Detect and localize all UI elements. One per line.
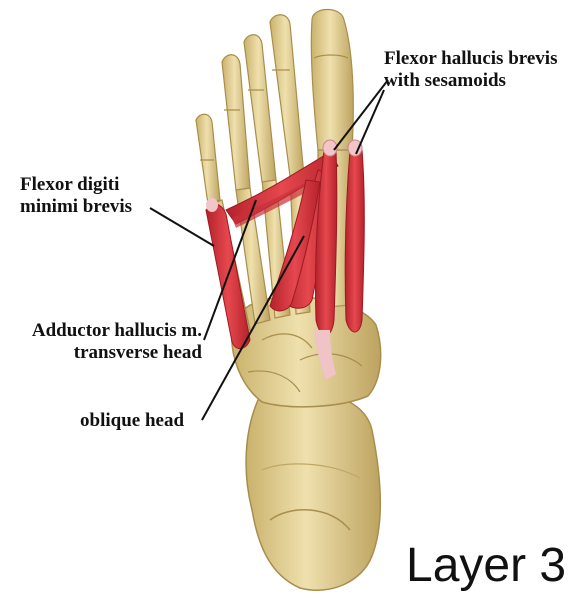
layer-title: Layer 3	[406, 538, 566, 593]
label-fhb-line1: Flexor hallucis brevis	[384, 48, 557, 70]
label-ah-line2: transverse head	[16, 342, 202, 364]
label-adductor-hallucis: Adductor hallucis m. transverse head	[16, 320, 202, 364]
calcaneus-bone	[246, 392, 380, 590]
label-ah-line1: Adductor hallucis m.	[16, 320, 202, 342]
label-fdmb-line1: Flexor digiti	[20, 174, 132, 196]
label-flexor-digiti-minimi-brevis: Flexor digiti minimi brevis	[20, 174, 132, 218]
label-fdmb-line2: minimi brevis	[20, 196, 132, 218]
label-oblique-head: oblique head	[80, 410, 184, 432]
label-flexor-hallucis-brevis: Flexor hallucis brevis with sesamoids	[384, 48, 557, 92]
label-fhb-line2: with sesamoids	[384, 70, 557, 92]
leader-fdmb	[150, 208, 214, 246]
leader-fhb-2	[356, 90, 384, 154]
